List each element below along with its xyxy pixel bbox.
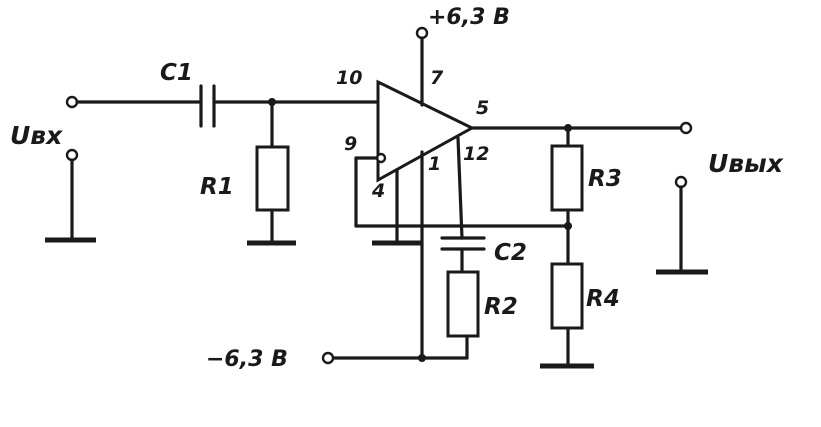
negative-supply-junction [418, 354, 426, 362]
r4-label: R4 [586, 286, 620, 312]
pin-10-label: 10 [336, 67, 362, 89]
resistor-r1 [255, 145, 290, 212]
op-amp-triangle [376, 79, 476, 183]
pin-5-label: 5 [476, 97, 489, 119]
c1-label: C1 [160, 60, 193, 86]
output-label: Uвых [708, 149, 784, 178]
supply-positive-label: +6,3 В [428, 5, 510, 30]
c2-label: C2 [494, 240, 527, 266]
output-terminal-top [679, 121, 693, 135]
supply-negative-label: −6,3 В [206, 347, 288, 372]
resistor-r4 [550, 262, 584, 330]
pin-9-label: 9 [344, 133, 357, 155]
pin-1-label: 1 [428, 153, 441, 175]
pin-4-label: 4 [371, 180, 385, 202]
r3-label: R3 [588, 166, 622, 192]
pin-7-label: 7 [430, 67, 444, 89]
supply-negative-terminal [321, 351, 335, 365]
r1-label: R1 [200, 174, 234, 200]
capacitor-c2 [440, 236, 486, 251]
capacitor-c1 [199, 84, 216, 128]
pin-12-wire [456, 136, 464, 240]
input-label: Uвх [10, 121, 63, 150]
resistor-r3 [550, 144, 584, 212]
resistor-r2 [446, 270, 480, 338]
r2-label: R2 [484, 294, 518, 320]
pin-12-label: 12 [463, 143, 489, 165]
